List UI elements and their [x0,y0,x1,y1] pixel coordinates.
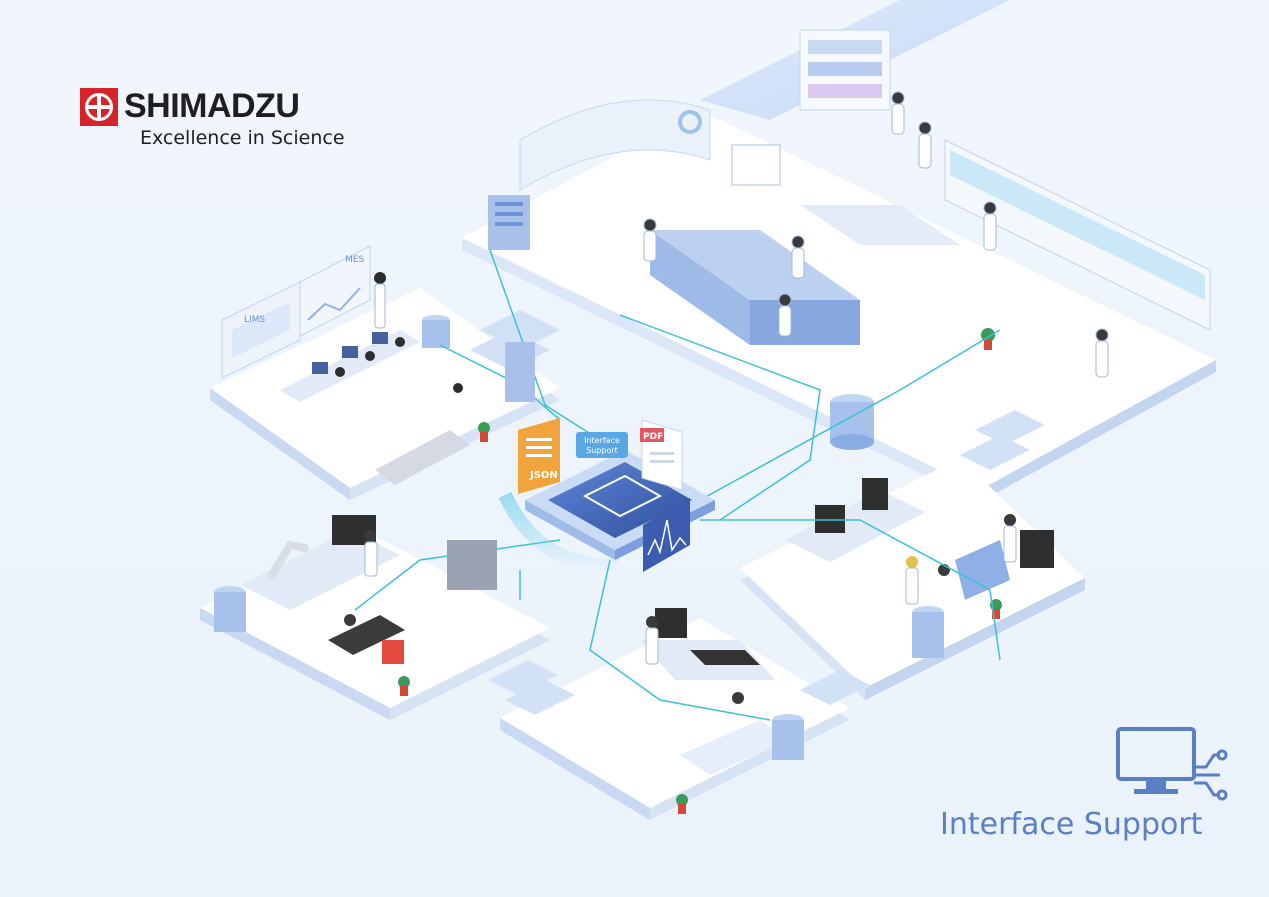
hub-label-card: Interface Support [576,432,628,458]
monitor-network-icon [1116,727,1228,801]
circuit-lines [354,249,1001,721]
screen-label-mes: MES [345,255,364,265]
hub-label-line2: Support [586,446,618,455]
platform-instruments [740,458,1085,700]
steps [470,310,1045,715]
screen-label-lims: LIMS [244,315,265,325]
platform-analysis [500,608,850,820]
person-scientist [643,91,1109,378]
database-stack-main [830,394,874,450]
brand-name: SHIMADZU [124,87,300,125]
json-tag: JSON [529,470,558,481]
brand-logo: SHIMADZU Excellence in Science [80,86,370,156]
platform-main-lab [462,29,1216,502]
json-document-card: JSON [518,418,560,494]
feature-title: Interface Support [940,807,1203,842]
pdf-document-card: PDF [640,419,683,491]
interface-hub: JSON PDF Interface Support [447,342,715,590]
pdf-tag: PDF [643,432,663,442]
platform-automation [200,515,550,720]
hub-label-line1: Interface [584,436,620,445]
feature-badge: Interface Support [930,725,1240,855]
brand-tagline: Excellence in Science [140,127,345,149]
shimadzu-mark-icon [80,88,118,126]
